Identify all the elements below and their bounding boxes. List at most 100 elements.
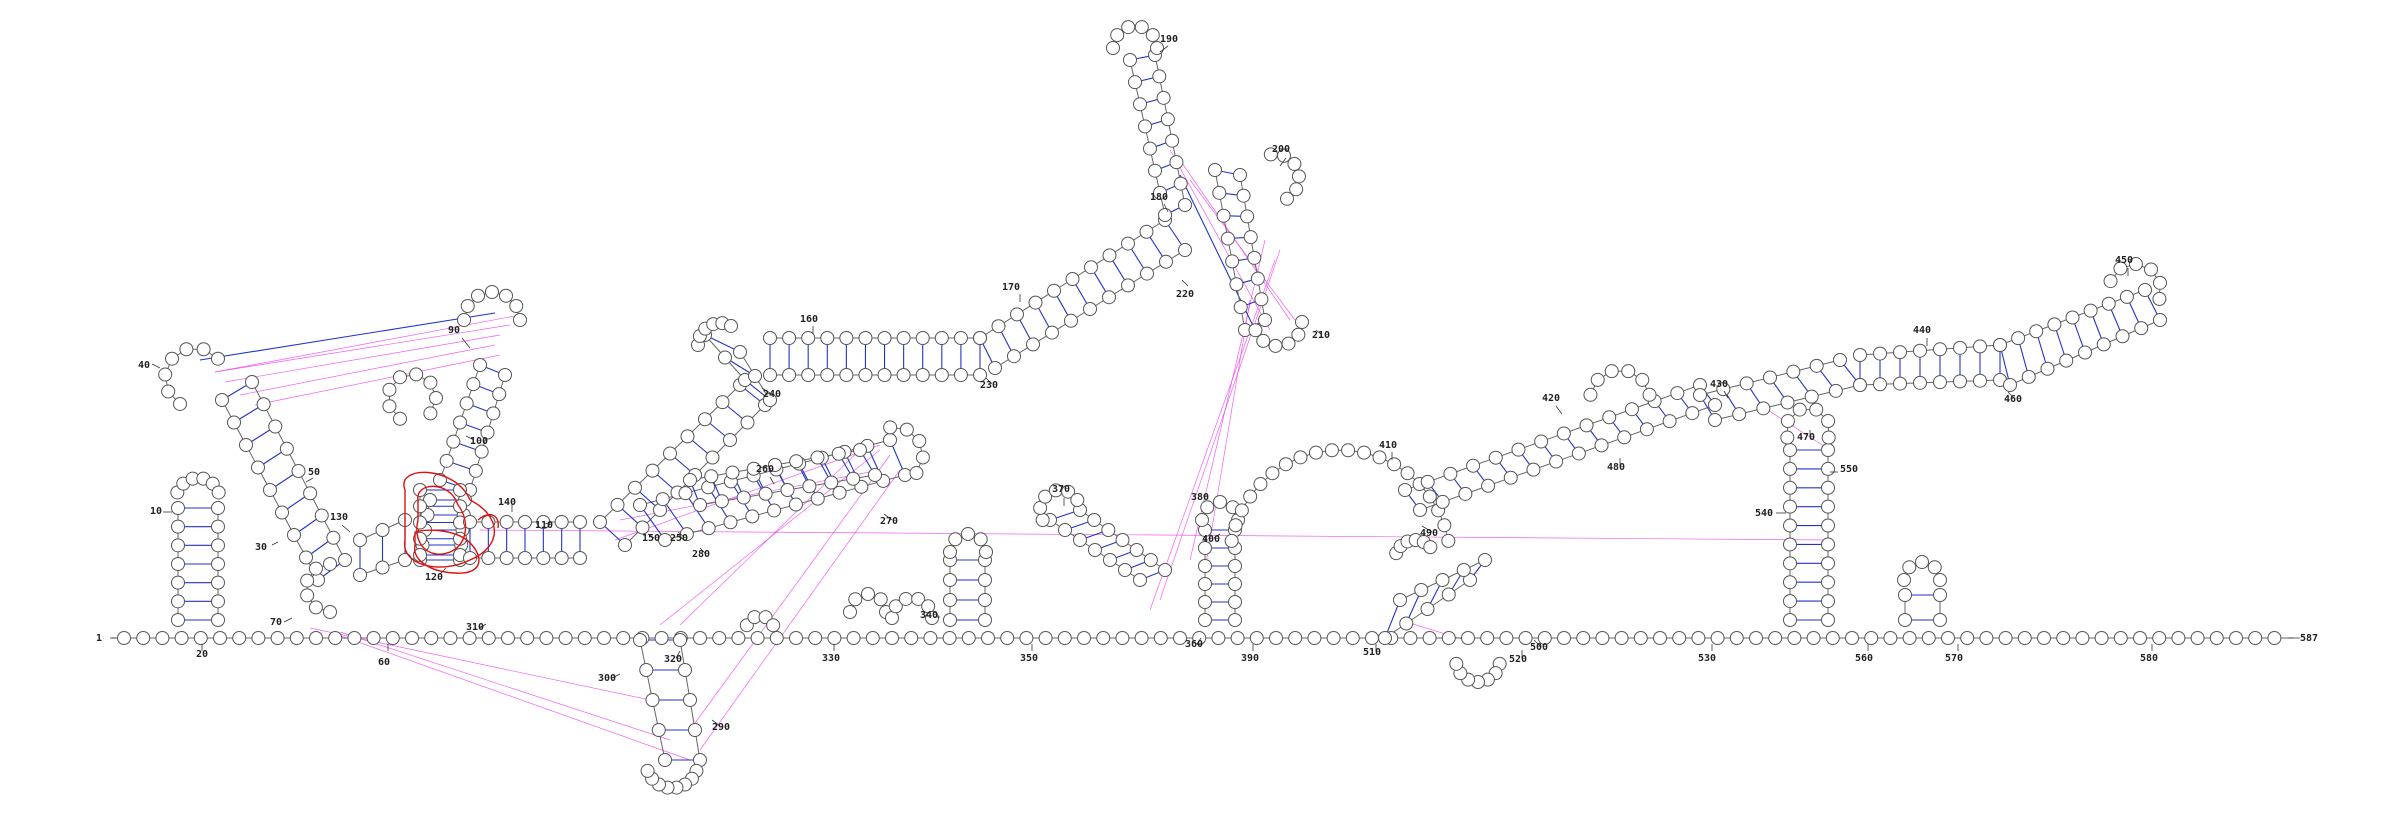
- nucleotide: [314, 508, 329, 523]
- nucleotide: [1624, 402, 1639, 417]
- nucleotide: [1084, 260, 1098, 275]
- nucleotide: [171, 575, 185, 590]
- nucleotide: [1398, 483, 1412, 497]
- position-labels: 1102030405060709010011012013014015016017…: [96, 34, 2318, 733]
- nucleotide: [405, 631, 419, 645]
- position-label: 320: [664, 654, 682, 665]
- nucleotide: [2083, 303, 2098, 318]
- nucleotide: [239, 438, 253, 452]
- nucleotide: [736, 490, 751, 505]
- nucleotide: [1019, 631, 1034, 645]
- tertiary-interaction: [1159, 249, 1281, 601]
- nucleotide: [839, 331, 854, 345]
- nucleotide: [1739, 376, 1754, 391]
- nucleotide: [801, 331, 816, 345]
- nucleotide: [789, 454, 804, 469]
- nucleotide: [2017, 631, 2032, 645]
- nucleotide: [1576, 631, 1591, 645]
- nucleotide: [1821, 575, 1835, 590]
- nucleotide: [1783, 556, 1797, 571]
- nucleotide: [1993, 338, 2007, 352]
- position-tick: [1723, 390, 1729, 399]
- position-tick: [1315, 329, 1323, 336]
- position-label: 420: [1542, 393, 1560, 404]
- tertiary-interaction: [1759, 404, 1831, 451]
- nucleotide: [2029, 324, 2044, 339]
- nucleotide: [554, 551, 569, 565]
- nucleotide: [174, 631, 189, 645]
- nucleotide: [978, 573, 992, 587]
- position-label: 520: [1509, 654, 1527, 665]
- nucleotide: [300, 573, 315, 588]
- nucleotide: [1873, 346, 1887, 361]
- nucleotide: [1780, 395, 1795, 410]
- nucleotide: [1537, 631, 1552, 645]
- nucleotide: [171, 538, 185, 553]
- nucleotide: [1324, 443, 1339, 458]
- nucleotide: [486, 406, 501, 421]
- nucleotide: [1000, 631, 1015, 645]
- position-label: 50: [308, 467, 320, 478]
- nucleotide: [1595, 631, 1610, 645]
- highlight-outline: [403, 471, 496, 568]
- nucleotide: [308, 561, 323, 576]
- nucleotide: [2078, 345, 2092, 360]
- nucleotide: [1960, 631, 1975, 645]
- nucleotide: [1160, 112, 1175, 127]
- nucleotide: [943, 573, 957, 587]
- nucleotide: [1399, 616, 1414, 631]
- nucleotide: [1998, 631, 2013, 645]
- nucleotide: [1821, 556, 1835, 571]
- nucleotide: [1178, 198, 1192, 212]
- nucleotide: [1413, 503, 1427, 517]
- nucleotide: [1716, 382, 1731, 397]
- nucleotide: [2021, 369, 2036, 384]
- nucleotide: [635, 520, 650, 535]
- tertiary-interactions: [199, 149, 1831, 761]
- position-tick: [711, 719, 721, 727]
- nucleotide: [2003, 378, 2017, 392]
- nucleotide: [466, 377, 481, 392]
- nucleotide: [1200, 500, 1215, 515]
- position-tick: [1213, 533, 1221, 539]
- nucleotide: [1783, 518, 1797, 533]
- position-label: 460: [2004, 394, 2022, 405]
- nucleotide: [912, 434, 927, 448]
- position-label: 360: [1185, 639, 1203, 650]
- nucleotide: [1979, 631, 1994, 645]
- nucleotide: [1441, 631, 1456, 645]
- nucleotide: [1268, 338, 1283, 353]
- nucleotide: [1192, 631, 1207, 645]
- nucleotide: [1195, 513, 1209, 527]
- nucleotide: [1941, 631, 1955, 645]
- nucleotide: [733, 345, 747, 359]
- nucleotide: [883, 420, 898, 435]
- nucleotide: [782, 331, 797, 345]
- nucleotide: [788, 497, 803, 512]
- nucleotide: [211, 501, 225, 515]
- position-label: 587: [2300, 633, 2318, 644]
- highlight-outline: [414, 529, 480, 574]
- position-label: 570: [1945, 653, 1963, 664]
- nucleotide: [1250, 271, 1265, 286]
- nucleotide: [712, 631, 727, 645]
- nucleotide: [618, 538, 632, 552]
- nucleotide: [1441, 533, 1456, 548]
- nucleotide: [1685, 406, 1700, 421]
- nucleotide: [558, 631, 573, 645]
- nucleotide: [1590, 372, 1605, 387]
- nucleotide: [1291, 327, 1306, 342]
- nucleotide: [1287, 156, 1302, 171]
- nucleotide: [1365, 631, 1379, 645]
- nucleotide: [291, 464, 306, 478]
- nucleotide: [251, 631, 266, 645]
- nucleotide: [1913, 343, 1927, 358]
- nucleotide: [2037, 631, 2051, 645]
- nucleotide: [1276, 148, 1291, 163]
- nucleotide: [1341, 443, 1356, 458]
- nucleotide: [398, 553, 412, 567]
- nucleotide: [1007, 349, 1021, 364]
- nucleotide: [443, 631, 458, 645]
- nucleotide: [471, 288, 485, 303]
- position-tick: [479, 623, 487, 629]
